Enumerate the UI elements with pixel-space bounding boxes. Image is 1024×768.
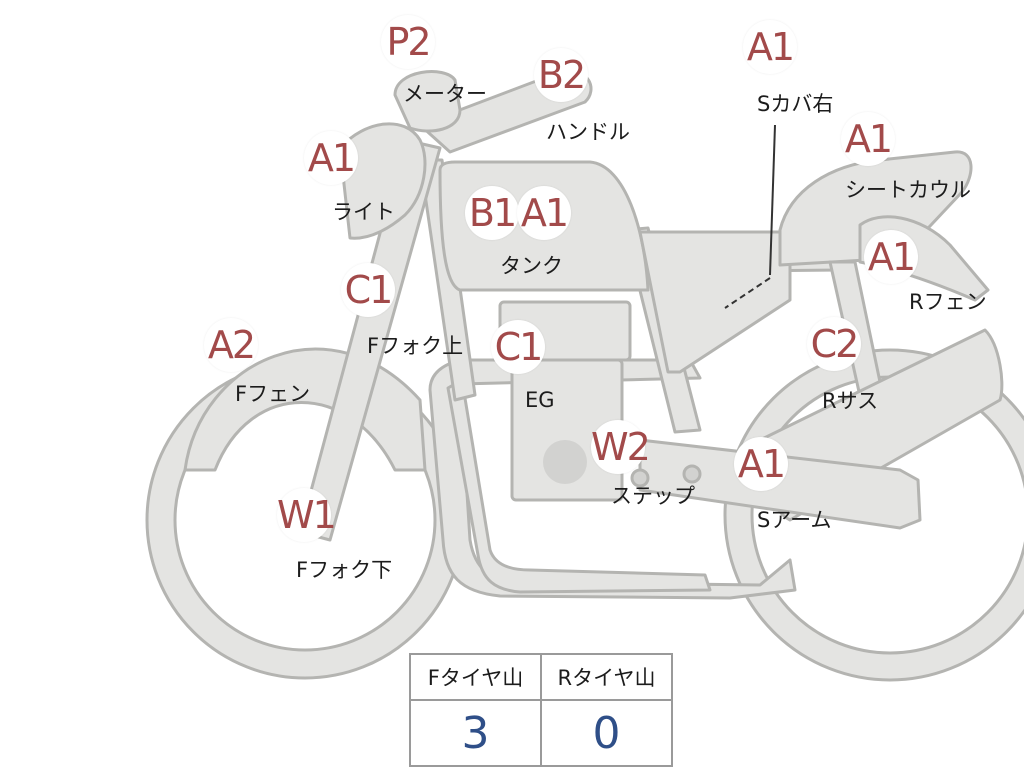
step-label: ステップ: [611, 484, 695, 508]
fork-upper-grade-badge: C1: [341, 263, 395, 317]
seat-cowl-label: シートカウル: [845, 178, 971, 202]
rear-suspension-label: Rサス: [822, 389, 879, 413]
handle-grade-badge: B2: [534, 48, 588, 102]
table-header-row: Fタイヤ山 Rタイヤ山: [409, 653, 673, 701]
rear-suspension-grade-badge: C2: [807, 317, 861, 371]
meter-shape: [393, 70, 462, 133]
engine-label: EG: [525, 388, 555, 412]
front-fender-label: Fフェン: [235, 382, 311, 406]
engine-grade-badge: C1: [491, 320, 545, 374]
rear-fender-grade-badge: A1: [864, 230, 918, 284]
step-peg-left: [630, 468, 650, 488]
rear-fender-label: Rフェン: [909, 290, 987, 314]
fork-upper-label: Fフォク上: [367, 334, 464, 358]
side-cover-leader-line: [769, 124, 776, 276]
headlight-shape: [338, 122, 427, 240]
fork-lower-label: Fフォク下: [296, 558, 393, 582]
front-tread-value: 3: [409, 699, 542, 767]
meter-grade-badge: P2: [381, 15, 435, 69]
front-fender-grade-badge: A2: [204, 318, 258, 372]
step-peg-right: [682, 464, 702, 484]
table-value-row: 3 0: [409, 699, 673, 767]
seat-cowl-shape: [778, 150, 973, 267]
tire-tread-table: Fタイヤ山 Rタイヤ山 3 0: [409, 653, 673, 767]
light-label: ライト: [332, 200, 395, 224]
front-tread-header: Fタイヤ山: [409, 653, 542, 701]
swing-arm-grade-badge: A1: [734, 437, 788, 491]
meter-label: メーター: [403, 82, 487, 106]
rear-tread-value: 0: [540, 699, 673, 767]
fork-lower-grade-badge: W1: [277, 488, 337, 542]
front-fork-shape: [298, 138, 442, 542]
seat-cowl-grade-badge: A1: [841, 112, 895, 166]
tank-label: タンク: [500, 254, 563, 278]
rear-tread-header: Rタイヤ山: [540, 653, 673, 701]
side-cover-grade-badge: A1: [743, 20, 797, 74]
step-grade-badge: W2: [591, 420, 651, 474]
side-cover-label: Sカバ右: [757, 92, 834, 116]
tank-grade-badge-1: B1: [465, 186, 519, 240]
light-grade-badge: A1: [304, 131, 358, 185]
side-cover-shape: [638, 230, 792, 374]
swing-arm-label: Sアーム: [757, 508, 832, 532]
tank-grade-badge-2: A1: [517, 186, 571, 240]
handle-label: ハンドル: [546, 120, 630, 144]
frame-lower-rail: [446, 378, 712, 594]
side-cover-leader-tail: [724, 277, 771, 309]
